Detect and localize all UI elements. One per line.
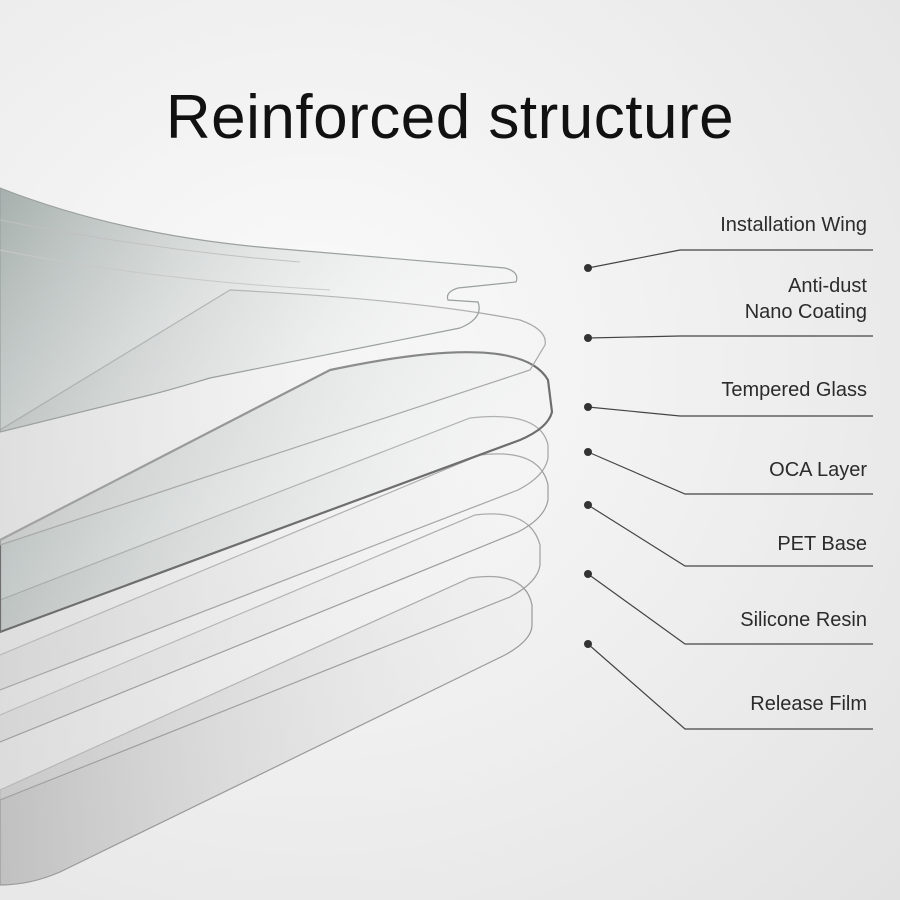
label-nano-coating-line2: Nano Coating bbox=[744, 301, 867, 323]
label-release-film: Release Film bbox=[750, 693, 867, 715]
leader-line-installation-wing bbox=[587, 249, 873, 269]
label-nano-coating-line1: Anti-dust bbox=[788, 275, 867, 297]
leader-dot bbox=[584, 334, 592, 342]
leader-dot bbox=[584, 264, 592, 272]
label-oca-layer: OCA Layer bbox=[769, 459, 867, 481]
label-pet-base: PET Base bbox=[777, 533, 867, 555]
leader-dot bbox=[584, 640, 592, 648]
leader-line-nano-coating bbox=[587, 335, 873, 339]
sheet-edge-line bbox=[0, 249, 331, 291]
leader-line-silicone-resin bbox=[587, 573, 873, 645]
layer-installation-wing bbox=[0, 187, 518, 433]
label-silicone-resin: Silicone Resin bbox=[740, 609, 867, 631]
leader-line-release-film bbox=[587, 643, 873, 730]
leader-dot bbox=[584, 570, 592, 578]
leader-dot bbox=[584, 448, 592, 456]
page-title: Reinforced structure bbox=[165, 83, 735, 152]
sheet-edge-line bbox=[0, 219, 301, 263]
label-nano-coating: Anti-dust Nano Coating bbox=[745, 273, 867, 325]
leader-line-pet-base bbox=[587, 504, 873, 567]
label-tempered-glass: Tempered Glass bbox=[721, 379, 867, 401]
label-installation-wing: Installation Wing bbox=[720, 214, 867, 236]
leader-line-oca bbox=[587, 451, 873, 495]
leader-dot bbox=[584, 501, 592, 509]
leader-line-tempered-glass bbox=[587, 406, 873, 417]
leader-dot bbox=[584, 403, 592, 411]
